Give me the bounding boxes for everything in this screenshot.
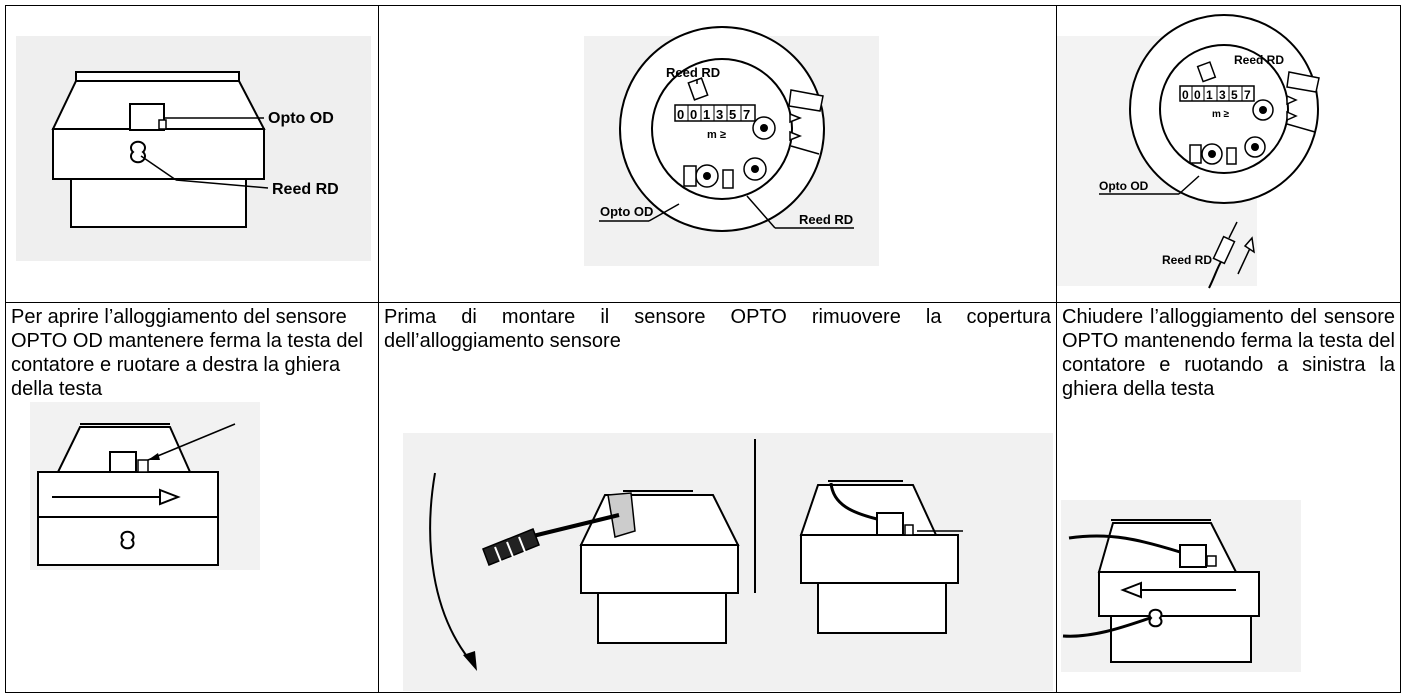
counter-digit: 7 <box>743 107 750 122</box>
instruction-text-step1: Per aprire l’alloggiamento del sensore O… <box>11 306 364 400</box>
counter-digit: 0 <box>1182 88 1189 102</box>
label-opto-od: Opto OD <box>1099 179 1149 193</box>
instruction-sheet: Opto OD Reed RD 0 0 1 <box>5 5 1401 693</box>
figure-cell-dial-probe-view: 0 0 1 3 5 7 m ≥ <box>1056 5 1401 303</box>
figure-cell-dial-view: 0 0 1 3 5 7 m ≥ <box>378 5 1057 303</box>
label-reed-rd: Reed RD <box>666 65 720 80</box>
counter-digit: 3 <box>716 107 723 122</box>
remove-cover-figure <box>403 433 1053 691</box>
label-reed-rd-probe: Reed RD <box>1162 253 1212 267</box>
unit-label: m ≥ <box>707 129 726 141</box>
label-opto-od: Opto OD <box>600 204 653 219</box>
label-opto-od: Opto OD <box>268 110 334 127</box>
counter-digit: 1 <box>1206 88 1213 102</box>
counter-digit: 5 <box>729 107 736 122</box>
instruction-text-step2: Prima di montare il sensore OPTO rimuove… <box>384 306 1051 352</box>
meter-dial-probe-figure: 0 0 1 3 5 7 m ≥ <box>1057 14 1320 289</box>
counter-digit: 0 <box>1194 88 1201 102</box>
counter-digit: 1 <box>703 107 710 122</box>
meter-side-view-figure: Opto OD Reed RD <box>16 36 371 261</box>
counter-digit: 5 <box>1231 88 1238 102</box>
figure-row: Opto OD Reed RD 0 0 1 <box>5 5 1401 303</box>
counter-digit: 7 <box>1244 88 1251 102</box>
label-reed-rd: Reed RD <box>1234 53 1284 67</box>
instruction-cell-step1: Per aprire l’alloggiamento del sensore O… <box>5 302 379 693</box>
close-housing-figure <box>1061 500 1301 672</box>
counter-digit: 0 <box>690 107 697 122</box>
screwdriver-icon <box>482 513 620 566</box>
instruction-cell-step2: Prima di montare il sensore OPTO rimuove… <box>378 302 1057 693</box>
counter-display: 0 0 1 3 5 7 <box>1179 85 1255 102</box>
label-reed-rd: Reed RD <box>272 181 339 198</box>
figure-cell-side-view: Opto OD Reed RD <box>5 5 379 303</box>
counter-display: 0 0 1 3 5 7 <box>674 104 756 122</box>
instruction-text-step3: Chiudere l’alloggiamento del sensore OPT… <box>1062 306 1395 400</box>
counter-digit: 0 <box>677 107 684 122</box>
instruction-table: Opto OD Reed RD 0 0 1 <box>5 5 1401 693</box>
open-housing-figure <box>30 402 260 570</box>
counter-digit: 3 <box>1219 88 1226 102</box>
meter-dial-figure: 0 0 1 3 5 7 m ≥ <box>584 26 879 266</box>
instruction-row: Per aprire l’alloggiamento del sensore O… <box>5 302 1401 693</box>
reed-probe-icon <box>1208 221 1255 289</box>
instruction-cell-step3: Chiudere l’alloggiamento del sensore OPT… <box>1056 302 1401 693</box>
label-reed-rd-bottom: Reed RD <box>799 212 853 227</box>
unit-label: m ≥ <box>1212 109 1230 120</box>
